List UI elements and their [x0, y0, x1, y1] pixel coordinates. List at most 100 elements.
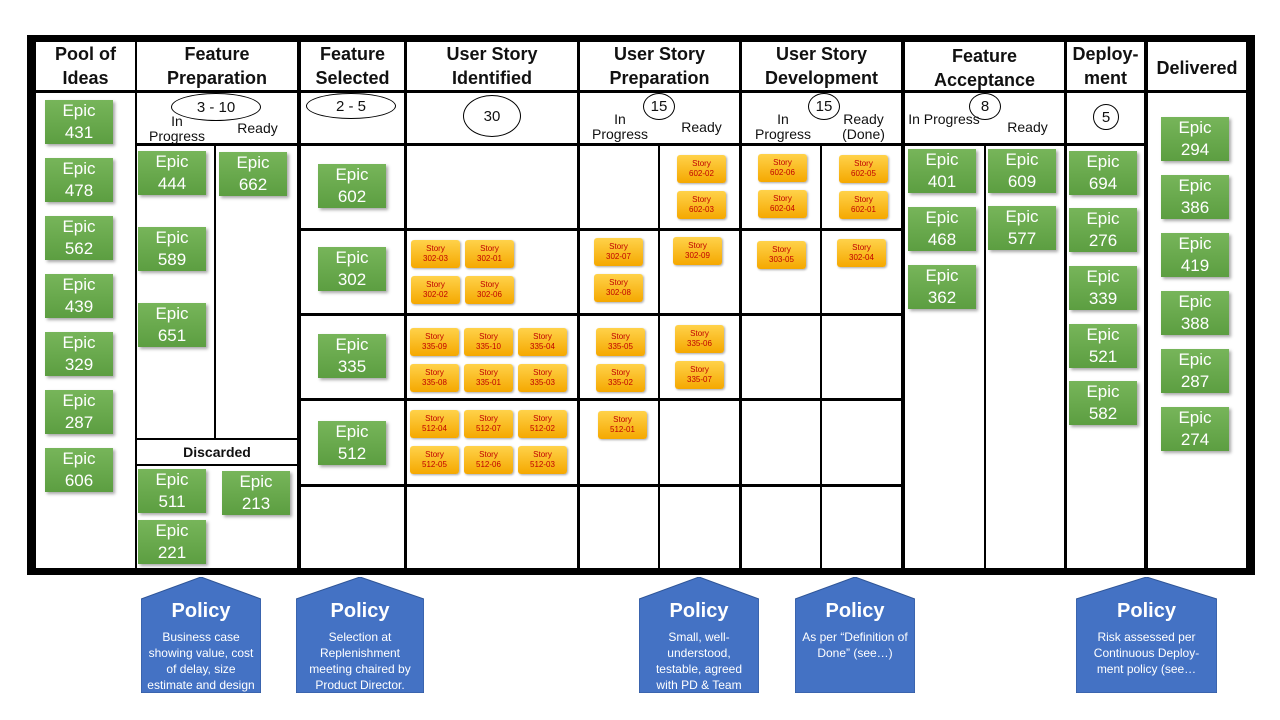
fa-ready: Ready: [1007, 119, 1048, 135]
dev-ready: Ready (Done): [842, 111, 885, 142]
policy-title: Policy: [171, 600, 231, 622]
policy-text: Business case showing value, cost of del…: [147, 630, 255, 708]
wip-us-identified: 30: [463, 95, 521, 137]
wip-us-prep: 15: [643, 93, 675, 120]
prep-split: [658, 145, 660, 568]
policy-shape: [141, 577, 261, 693]
fp-split: [214, 145, 216, 439]
dev-in-progress: In Progress: [754, 111, 812, 142]
column-feature_selected: [301, 42, 404, 568]
policy-title: Policy: [1117, 600, 1176, 622]
policy-title: Policy: [825, 600, 885, 622]
wip-us-dev: 15: [808, 93, 840, 120]
wip-feature-selected: 2 - 5: [306, 93, 396, 119]
fp-subheader-divider: [137, 143, 297, 146]
policy-shape: [1076, 577, 1217, 693]
policy-title: Policy: [330, 600, 390, 622]
swimlane-divider: [301, 484, 901, 487]
prep-ready: Ready: [681, 119, 722, 135]
policy-shape: [639, 577, 759, 693]
fa-in-progress: In Progress: [908, 111, 980, 127]
policy-shape: [795, 577, 915, 693]
discarded-label: Discarded: [183, 444, 251, 460]
policy-text: Selection at Replenishment meeting chair…: [309, 630, 411, 692]
fa-split: [984, 145, 986, 568]
swimlane-divider: [301, 398, 901, 401]
